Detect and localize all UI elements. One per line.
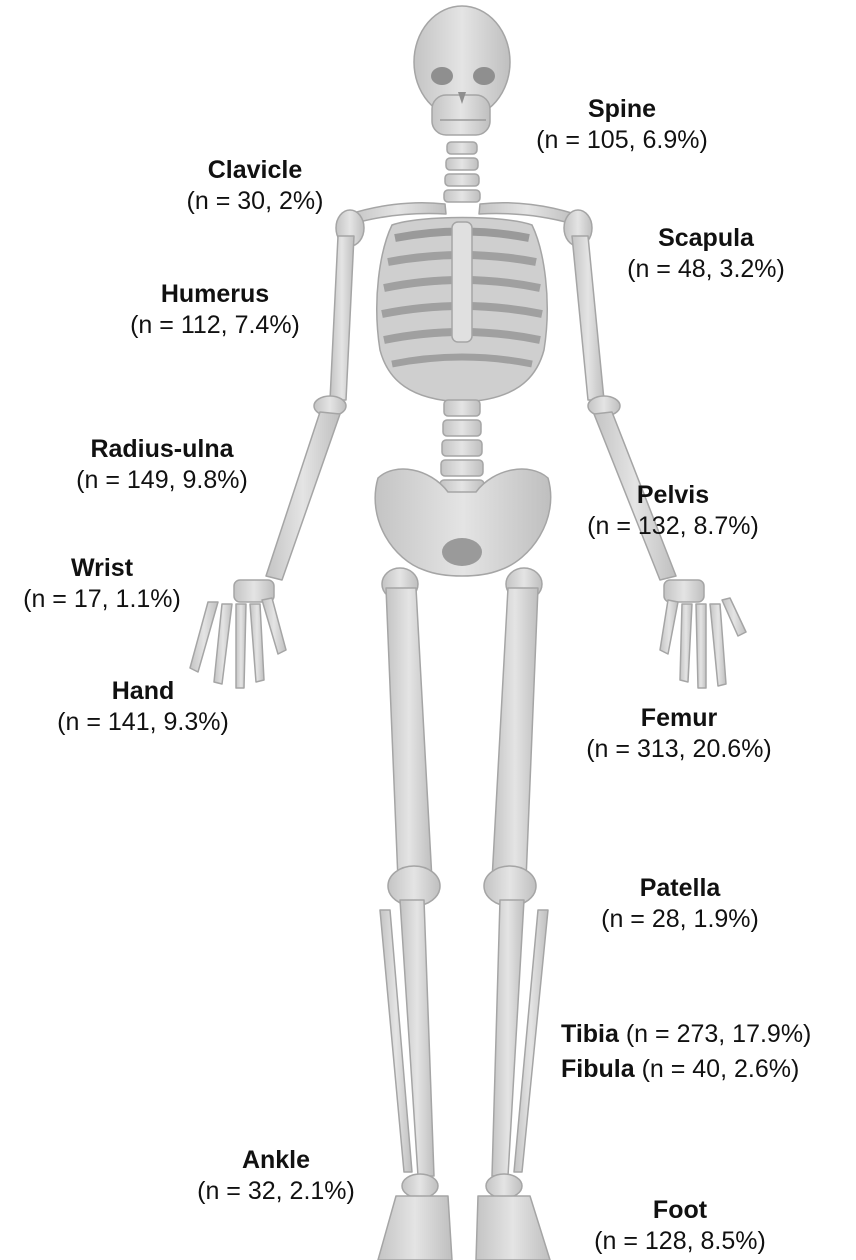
right-humerus-shape <box>572 236 604 400</box>
label-foot: Foot (n = 128, 8.5%) <box>574 1195 786 1257</box>
label-clavicle-name: Clavicle <box>160 155 350 186</box>
label-patella-name: Patella <box>578 873 782 904</box>
right-femur-shape <box>492 588 538 880</box>
label-fibula-name: Fibula <box>561 1055 642 1083</box>
label-clavicle-value: (n = 30, 2%) <box>160 186 350 217</box>
cervical-spine-shape <box>444 142 480 202</box>
label-radius-ulna: Radius-ulna (n = 149, 9.8%) <box>52 434 272 496</box>
skull-shape <box>414 6 510 135</box>
label-fibula-value: (n = 40, 2.6%) <box>642 1055 800 1083</box>
label-scapula: Scapula (n = 48, 3.2%) <box>606 223 806 285</box>
label-wrist: Wrist (n = 17, 1.1%) <box>0 553 204 615</box>
label-tibia: Tibia (n = 273, 17.9%) <box>561 1019 811 1050</box>
label-femur-value: (n = 313, 20.6%) <box>566 734 792 765</box>
label-ankle-value: (n = 32, 2.1%) <box>176 1176 376 1207</box>
label-spine: Spine (n = 105, 6.9%) <box>522 94 722 156</box>
right-foot-shape <box>476 1196 550 1260</box>
label-spine-value: (n = 105, 6.9%) <box>522 125 722 156</box>
label-foot-value: (n = 128, 8.5%) <box>574 1226 786 1257</box>
label-scapula-value: (n = 48, 3.2%) <box>606 254 806 285</box>
label-wrist-name: Wrist <box>0 553 204 584</box>
rib-cage-shape <box>377 218 547 403</box>
label-ankle-name: Ankle <box>176 1145 376 1176</box>
label-foot-name: Foot <box>574 1195 786 1226</box>
label-clavicle: Clavicle (n = 30, 2%) <box>160 155 350 217</box>
label-tibia-name: Tibia <box>561 1020 626 1048</box>
right-hand-shape <box>660 580 746 688</box>
label-tibia-value: (n = 273, 17.9%) <box>626 1020 812 1048</box>
left-humerus-shape <box>330 236 354 400</box>
left-foot-shape <box>378 1196 452 1260</box>
label-humerus: Humerus (n = 112, 7.4%) <box>110 279 320 341</box>
left-hand-shape <box>190 580 286 688</box>
left-femur-shape <box>386 588 432 880</box>
label-spine-name: Spine <box>522 94 722 125</box>
label-radius-ulna-name: Radius-ulna <box>52 434 272 465</box>
label-patella-value: (n = 28, 1.9%) <box>578 904 782 935</box>
label-humerus-value: (n = 112, 7.4%) <box>110 310 320 341</box>
label-patella: Patella (n = 28, 1.9%) <box>578 873 782 935</box>
label-scapula-name: Scapula <box>606 223 806 254</box>
label-humerus-name: Humerus <box>110 279 320 310</box>
label-femur-name: Femur <box>566 703 792 734</box>
label-hand-name: Hand <box>38 676 248 707</box>
label-femur: Femur (n = 313, 20.6%) <box>566 703 792 765</box>
left-radius-ulna-shape <box>266 412 340 580</box>
label-wrist-value: (n = 17, 1.1%) <box>0 584 204 615</box>
label-fibula: Fibula (n = 40, 2.6%) <box>561 1054 799 1085</box>
label-ankle: Ankle (n = 32, 2.1%) <box>176 1145 376 1207</box>
label-pelvis: Pelvis (n = 132, 8.7%) <box>568 480 778 542</box>
label-hand: Hand (n = 141, 9.3%) <box>38 676 248 738</box>
label-pelvis-name: Pelvis <box>568 480 778 511</box>
label-pelvis-value: (n = 132, 8.7%) <box>568 511 778 542</box>
label-hand-value: (n = 141, 9.3%) <box>38 707 248 738</box>
label-radius-ulna-value: (n = 149, 9.8%) <box>52 465 272 496</box>
lumbar-spine-shape <box>440 400 484 496</box>
